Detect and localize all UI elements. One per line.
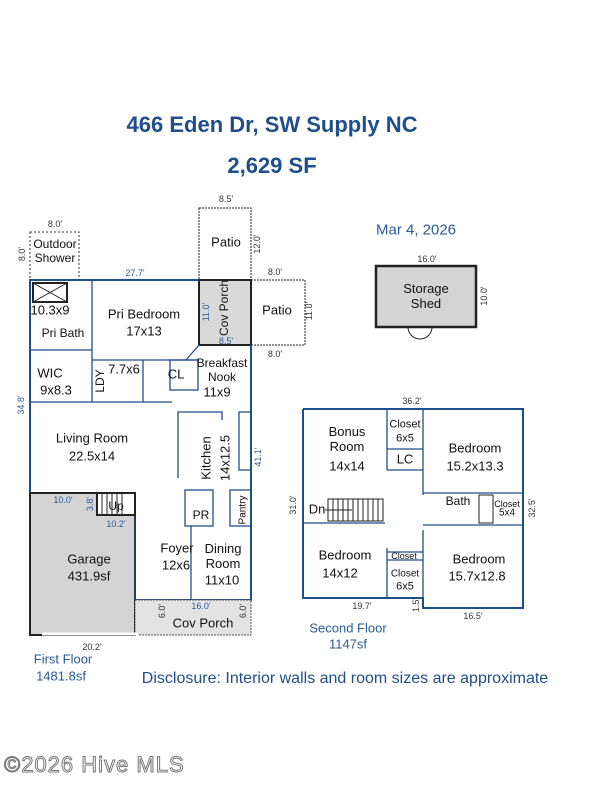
dim-patio2-bottom: 8.0' xyxy=(267,349,283,359)
room-foyer: Foyer xyxy=(160,540,194,556)
room-closet-4: Closet xyxy=(390,568,420,580)
dim-front-porch-w: 16.0' xyxy=(191,601,211,611)
room-cl: CL xyxy=(167,366,185,382)
dim-sf-step: 1.5' xyxy=(411,597,421,613)
garage-size: 431.9sf xyxy=(67,568,111,584)
closet-2-size: 5x4 xyxy=(498,507,516,519)
breakfast-size: 11x9 xyxy=(203,384,231,400)
living-size: 22.5x14 xyxy=(68,448,116,464)
dim-shed-w: 16.0' xyxy=(417,254,437,264)
dim-patio2-top: 8.0' xyxy=(267,267,283,277)
bonus-size: 14x14 xyxy=(329,458,365,474)
dim-porch-w: 8.5' xyxy=(218,336,234,346)
address-title: 466 Eden Dr, SW Supply NC xyxy=(126,112,418,137)
room-garage: Garage xyxy=(67,551,111,567)
room-patio-right: Patio xyxy=(262,302,292,318)
room-kitchen: Kitchen xyxy=(198,436,214,480)
dim-stair-w: 10.2' xyxy=(106,519,126,529)
total-sf: 2,629 SF xyxy=(227,153,317,178)
room-living: Living Room xyxy=(55,430,129,446)
dim-patio2-h: 11.0' xyxy=(304,301,314,321)
room-pantry: Pantry xyxy=(237,495,249,525)
dim-shed-h: 10.0' xyxy=(479,286,489,306)
dim-patio-h: 12.0' xyxy=(252,234,262,254)
room-bonus: Bonus Room xyxy=(328,424,366,454)
dim-sf-left: 31.0' xyxy=(288,495,298,515)
room-pri-bath: Pri Bath xyxy=(41,326,85,341)
dim-sf-bottom-left: 19.7' xyxy=(352,601,372,611)
room-closet-2: Closet xyxy=(494,498,520,509)
room-patio-top: Patio xyxy=(211,234,241,250)
wic-size: 9x8.3 xyxy=(40,382,72,398)
dim-top: 27.7' xyxy=(125,268,145,278)
room-bedroom-2: Bedroom xyxy=(318,547,372,563)
dim-shower-w: 8.0' xyxy=(47,219,63,229)
room-dining: Dining Room xyxy=(204,541,242,571)
room-outdoor-shower: Outdoor Shower xyxy=(33,237,77,265)
dim-left: 34.8' xyxy=(16,395,26,415)
room-wic: WIC xyxy=(37,365,63,381)
stairs-up-label: Up xyxy=(108,499,124,514)
dim-garage-top: 10.0' xyxy=(53,495,73,505)
storage-shed: Storage Shed xyxy=(403,281,449,311)
bedroom-1-size: 15.2x13.3 xyxy=(446,458,504,474)
room-cov-porch-side: Cov Porch xyxy=(217,279,232,337)
foyer-size: 12x6 xyxy=(161,557,191,573)
room-lc: LC xyxy=(396,451,414,467)
room-pri-bedroom: Pri Bedroom xyxy=(107,306,181,322)
kitchen-size: 14x12.5 xyxy=(217,434,233,482)
room-breakfast-nook: Breakfast Nook xyxy=(196,356,248,384)
bedroom-2-size: 14x12 xyxy=(322,565,358,581)
date: Mar 4, 2026 xyxy=(375,221,457,239)
disclosure: Disclosure: Interior walls and room size… xyxy=(141,669,549,687)
dim-patio-w: 8.5' xyxy=(218,194,234,204)
pri-bath-size: 10.3x9 xyxy=(30,302,70,318)
room-bedroom-1: Bedroom xyxy=(448,440,502,456)
pri-bedroom-size: 17x13 xyxy=(126,323,162,339)
first-floor-label: First Floor xyxy=(33,651,93,667)
watermark: ©2026 Hive MLS xyxy=(4,752,185,778)
dim-front-porch-l: 6.0' xyxy=(157,603,167,619)
bedroom-3-size: 15.7x12.8 xyxy=(448,568,506,584)
dim-right: 41.1' xyxy=(253,447,263,467)
second-floor-label: Second Floor xyxy=(309,620,387,636)
ldy-size: 7.7x6 xyxy=(108,361,140,377)
closet-1-size: 6x5 xyxy=(396,432,414,445)
closet-4-size: 6x5 xyxy=(396,580,414,593)
room-bedroom-3: Bedroom xyxy=(452,551,506,567)
room-cov-porch-front: Cov Porch xyxy=(172,615,234,631)
first-floor-area: 1481.8sf xyxy=(36,668,86,684)
room-closet-3: Closet xyxy=(391,550,417,561)
stairs-down-label: Dn xyxy=(308,501,326,517)
dim-bottom: 20.2' xyxy=(82,642,102,652)
dim-porch-h: 11.0' xyxy=(201,302,211,322)
dining-size: 11x10 xyxy=(204,572,240,588)
room-bath: Bath xyxy=(445,494,471,509)
room-ldy: LDY xyxy=(93,369,108,393)
room-pr: PR xyxy=(192,508,210,523)
dim-shower-h: 8.0' xyxy=(17,246,27,262)
dim-sf-top: 36.2' xyxy=(402,396,422,406)
second-floor-area: 1147sf xyxy=(328,636,368,652)
dim-front-porch-r: 6.0' xyxy=(238,603,248,619)
dim-sf-right: 32.5' xyxy=(527,498,537,518)
dim-stair-h: 3.8' xyxy=(85,496,95,512)
dim-sf-bottom-right: 16.5' xyxy=(463,611,483,621)
room-closet-1: Closet xyxy=(389,418,421,431)
